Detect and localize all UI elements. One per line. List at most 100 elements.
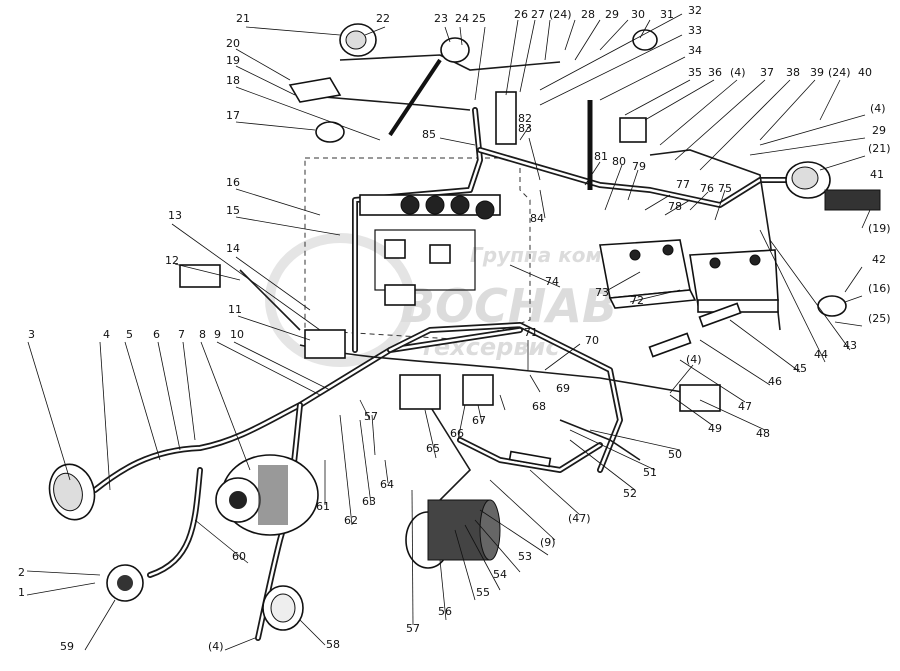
label-10: 10 (230, 328, 244, 341)
label-29b: 29 (872, 124, 886, 137)
label-15: 15 (226, 204, 240, 217)
label-25: 25 (472, 12, 486, 25)
label-39: 39 (810, 66, 824, 79)
label-35: 35 (688, 66, 702, 79)
battery-1 (599, 239, 697, 309)
label-37: 37 (760, 66, 774, 79)
label-19: 19 (226, 54, 240, 67)
label-31: 31 (660, 8, 674, 21)
label-85: 85 (422, 128, 436, 141)
label-80: 80 (612, 155, 626, 168)
label-51: 51 (643, 466, 657, 479)
headlight-right (785, 161, 831, 199)
label-36: 36 (708, 66, 722, 79)
label-77: 77 (676, 178, 690, 191)
label-78: 78 (668, 200, 682, 213)
label-48: 48 (756, 427, 770, 440)
rear-lamp (262, 585, 304, 631)
label-24c: (24) (828, 66, 851, 79)
label-65: 65 (426, 442, 440, 455)
components (48, 23, 881, 631)
headlight-left (48, 463, 96, 521)
label-46: 46 (768, 375, 782, 388)
label-9b: (9) (540, 536, 556, 549)
label-26: 26 (514, 8, 528, 21)
label-13: 13 (168, 209, 182, 222)
cab-lamp (339, 23, 377, 57)
cover-43 (817, 295, 847, 317)
label-73: 73 (595, 286, 609, 299)
relay-11 (304, 329, 346, 359)
label-57: 57 (406, 622, 420, 635)
label-67: 67 (472, 414, 486, 427)
label-3: 3 (28, 328, 35, 341)
label-33: 33 (688, 24, 702, 37)
label-16b: (16) (868, 282, 891, 295)
label-12: 12 (165, 254, 179, 267)
label-81: 81 (594, 150, 608, 163)
label-17: 17 (226, 109, 240, 122)
label-20: 20 (226, 37, 240, 50)
regulator (399, 374, 494, 410)
label-11: 11 (228, 303, 242, 316)
label-29: 29 (605, 8, 619, 21)
label-58: 58 (326, 638, 340, 651)
label-4c: (4) (870, 102, 886, 115)
battery-2 (689, 249, 779, 313)
label-61: 61 (316, 500, 330, 513)
label-45: 45 (793, 362, 807, 375)
label-84: 84 (530, 212, 544, 225)
label-68: 68 (532, 400, 546, 413)
label-47b: (47) (568, 512, 591, 525)
switch-35 (619, 117, 647, 143)
instrument-panel (359, 194, 501, 306)
label-50: 50 (668, 448, 682, 461)
lamp-20 (288, 77, 342, 103)
label-79: 79 (632, 160, 646, 173)
label-19b: (19) (868, 222, 891, 235)
label-69: 69 (556, 382, 570, 395)
label-49: 49 (708, 422, 722, 435)
label-70: 70 (585, 334, 599, 347)
label-14: 14 (226, 242, 240, 255)
label-59: 59 (60, 640, 74, 653)
label-7: 7 (178, 328, 185, 341)
label-4e: (4) (208, 640, 224, 653)
label-42: 42 (872, 253, 886, 266)
label-6: 6 (153, 328, 160, 341)
label-56: 56 (438, 605, 452, 618)
label-60: 60 (232, 550, 246, 563)
label-40: 40 (858, 66, 872, 79)
lamp-41 (824, 189, 881, 211)
label-62: 62 (344, 514, 358, 527)
label-82: 82 (518, 112, 532, 125)
label-52: 52 (623, 487, 637, 500)
label-4b: (4) (730, 66, 746, 79)
label-22: 22 (376, 12, 390, 25)
wiring-harness (92, 54, 803, 641)
relay-12 (179, 264, 221, 288)
label-63: 63 (362, 495, 376, 508)
label-41: 41 (870, 168, 884, 181)
lamp-31 (632, 29, 658, 51)
label-25b: (25) (868, 312, 891, 325)
label-28: 28 (581, 8, 595, 21)
label-64: 64 (380, 478, 394, 491)
label-4: 4 (103, 328, 110, 341)
label-9: 9 (214, 328, 221, 341)
clamps (508, 302, 742, 468)
label-1: 1 (18, 586, 25, 599)
label-71: 71 (524, 326, 538, 339)
label-66: 66 (450, 427, 464, 440)
label-72: 72 (630, 294, 644, 307)
leader-lines (26, 13, 871, 651)
label-5: 5 (126, 328, 133, 341)
label-8: 8 (199, 328, 206, 341)
label-76: 76 (700, 182, 714, 195)
label-44: 44 (814, 348, 828, 361)
label-21: 21 (236, 12, 250, 25)
relay-26 (495, 91, 517, 145)
label-57b: 57 (364, 410, 378, 423)
